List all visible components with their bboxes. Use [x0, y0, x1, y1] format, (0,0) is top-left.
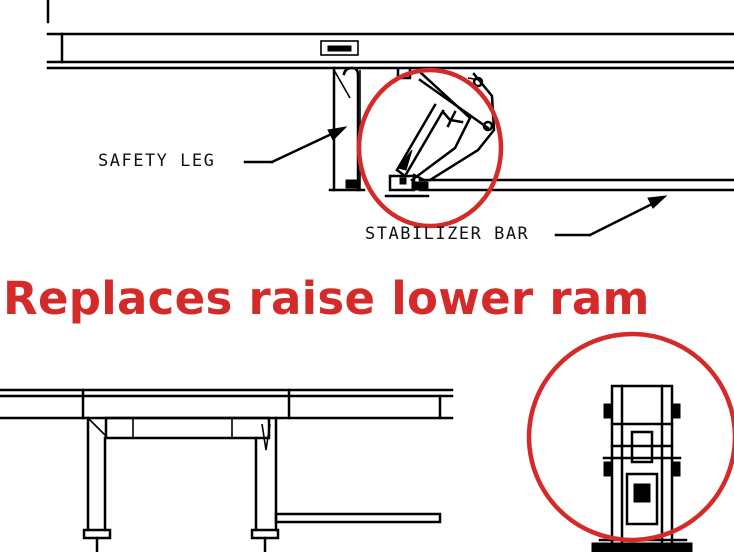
bottom-side-view [0, 388, 454, 552]
lower-drive-housing [87, 416, 271, 440]
lower-frame-beam [0, 388, 454, 420]
hinge-bracket [384, 68, 496, 198]
lower-right-leg [250, 416, 280, 552]
safety-leg-label: SAFETY LEG [98, 151, 216, 171]
highlight-circle-hinge [356, 67, 504, 229]
lower-left-leg [82, 416, 112, 552]
frame-beam [46, 32, 734, 70]
stabilizer-bar-label: STABILIZER BAR [365, 224, 530, 244]
stabilizer-bar [418, 178, 734, 192]
lower-stabilizer-bar [274, 512, 442, 524]
top-side-view [46, 0, 734, 237]
beam-slot [320, 40, 359, 56]
headline-caption: Replaces raise lower ram [3, 272, 650, 325]
highlight-circle-end-view [526, 331, 734, 543]
end-view-assembly [591, 384, 693, 552]
safety-leg-leader-arrow [243, 126, 348, 164]
stabilizer-bar-leader-arrow [554, 195, 668, 237]
